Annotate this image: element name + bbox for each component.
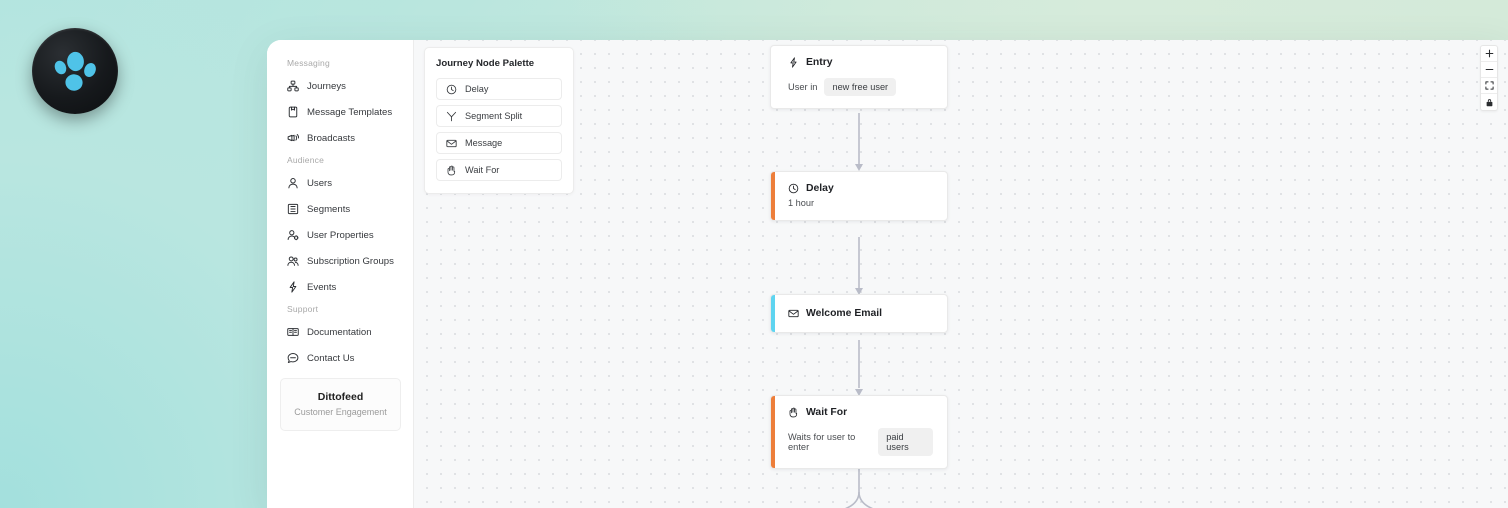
journey-node-palette: Journey Node Palette Delay Segment Split bbox=[424, 47, 574, 194]
zoom-in-button[interactable] bbox=[1481, 46, 1497, 62]
node-title: Delay bbox=[806, 183, 834, 194]
fit-view-button[interactable] bbox=[1481, 78, 1497, 94]
node-subtitle: 1 hour bbox=[788, 198, 815, 208]
sidebar-item-documentation[interactable]: Documentation bbox=[267, 319, 413, 345]
sidebar-item-segments[interactable]: Segments bbox=[267, 196, 413, 222]
hand-icon bbox=[788, 407, 799, 418]
journey-node-delay[interactable]: Delay 1 hour bbox=[770, 171, 948, 221]
sidebar-section-support: Support bbox=[287, 304, 319, 314]
events-icon bbox=[287, 281, 299, 293]
node-body-prefix: Waits for user to enter bbox=[788, 432, 856, 452]
sidebar-item-label: Broadcasts bbox=[307, 132, 355, 144]
sidebar-item-label: Events bbox=[307, 281, 337, 293]
canvas-controls bbox=[1480, 45, 1498, 111]
brand-card: Dittofeed Customer Engagement bbox=[280, 378, 401, 431]
sidebar-item-broadcasts[interactable]: Broadcasts bbox=[267, 125, 413, 151]
contact-us-icon bbox=[287, 352, 299, 364]
node-body-prefix: User in bbox=[788, 82, 818, 92]
journey-node-entry[interactable]: Entry User in new free user bbox=[770, 45, 948, 109]
palette-item-wait-for[interactable]: Wait For bbox=[436, 159, 562, 181]
sidebar-item-users[interactable]: Users bbox=[267, 170, 413, 196]
node-title: Wait For bbox=[806, 407, 848, 418]
subscription-groups-icon bbox=[287, 255, 299, 267]
sidebar-item-label: Contact Us bbox=[307, 352, 355, 364]
palette-item-segment-split[interactable]: Segment Split bbox=[436, 105, 562, 127]
zoom-out-button[interactable] bbox=[1481, 62, 1497, 78]
sidebar-item-journeys[interactable]: Journeys bbox=[267, 73, 413, 99]
sidebar-item-label: Subscription Groups bbox=[307, 255, 394, 267]
user-properties-icon bbox=[287, 229, 299, 241]
segments-icon bbox=[287, 203, 299, 215]
palette-item-label: Segment Split bbox=[465, 111, 523, 121]
split-icon bbox=[446, 111, 457, 122]
journeys-icon bbox=[287, 80, 299, 92]
segment-chip[interactable]: paid users bbox=[878, 428, 933, 456]
sidebar-item-user-properties[interactable]: User Properties bbox=[267, 222, 413, 248]
palette-title: Journey Node Palette bbox=[436, 58, 535, 69]
palette-item-label: Wait For bbox=[465, 165, 500, 175]
journey-edges bbox=[844, 113, 874, 508]
clock-icon bbox=[788, 183, 799, 194]
brand-name: Dittofeed bbox=[317, 391, 364, 403]
sidebar-item-message-templates[interactable]: Message Templates bbox=[267, 99, 413, 125]
node-accent-bar bbox=[771, 396, 775, 468]
brand-tagline: Customer Engagement bbox=[294, 407, 387, 417]
clock-icon bbox=[446, 84, 457, 95]
message-templates-icon bbox=[287, 106, 299, 118]
palette-item-delay[interactable]: Delay bbox=[436, 78, 562, 100]
user-icon bbox=[287, 177, 299, 189]
sidebar-item-label: Journeys bbox=[307, 80, 346, 92]
segment-chip[interactable]: new free user bbox=[824, 78, 897, 96]
sidebar-item-events[interactable]: Events bbox=[267, 274, 413, 300]
sidebar-item-label: Message Templates bbox=[307, 106, 393, 118]
documentation-icon bbox=[287, 326, 299, 338]
node-accent-bar bbox=[771, 295, 775, 332]
node-title: Welcome Email bbox=[806, 308, 883, 319]
node-title: Entry bbox=[806, 57, 833, 68]
journey-node-welcome-email[interactable]: Welcome Email bbox=[770, 294, 948, 333]
sidebar-item-contact-us[interactable]: Contact Us bbox=[267, 345, 413, 371]
node-accent-bar bbox=[771, 172, 775, 220]
app-logo bbox=[32, 28, 118, 114]
sidebar: Messaging Journeys Message Templates bbox=[267, 40, 414, 508]
envelope-icon bbox=[788, 308, 799, 319]
palette-item-label: Delay bbox=[465, 84, 489, 94]
sidebar-section-messaging: Messaging bbox=[287, 58, 330, 68]
sidebar-item-label: Segments bbox=[307, 203, 351, 215]
palette-item-message[interactable]: Message bbox=[436, 132, 562, 154]
app-window: Messaging Journeys Message Templates bbox=[267, 40, 1508, 508]
sidebar-item-label: Documentation bbox=[307, 326, 372, 338]
sidebar-item-subscription-groups[interactable]: Subscription Groups bbox=[267, 248, 413, 274]
hand-icon bbox=[446, 165, 457, 176]
sidebar-item-label: Users bbox=[307, 177, 333, 189]
journey-canvas[interactable]: Journey Node Palette Delay Segment Split bbox=[414, 40, 1508, 508]
lightning-icon bbox=[788, 57, 799, 68]
journey-node-wait-for[interactable]: Wait For Waits for user to enter paid us… bbox=[770, 395, 948, 469]
palette-item-label: Message bbox=[465, 138, 503, 148]
envelope-icon bbox=[446, 138, 457, 149]
sidebar-item-label: User Properties bbox=[307, 229, 374, 241]
lock-button[interactable] bbox=[1481, 94, 1497, 110]
broadcasts-icon bbox=[287, 132, 299, 144]
sidebar-section-audience: Audience bbox=[287, 155, 325, 165]
